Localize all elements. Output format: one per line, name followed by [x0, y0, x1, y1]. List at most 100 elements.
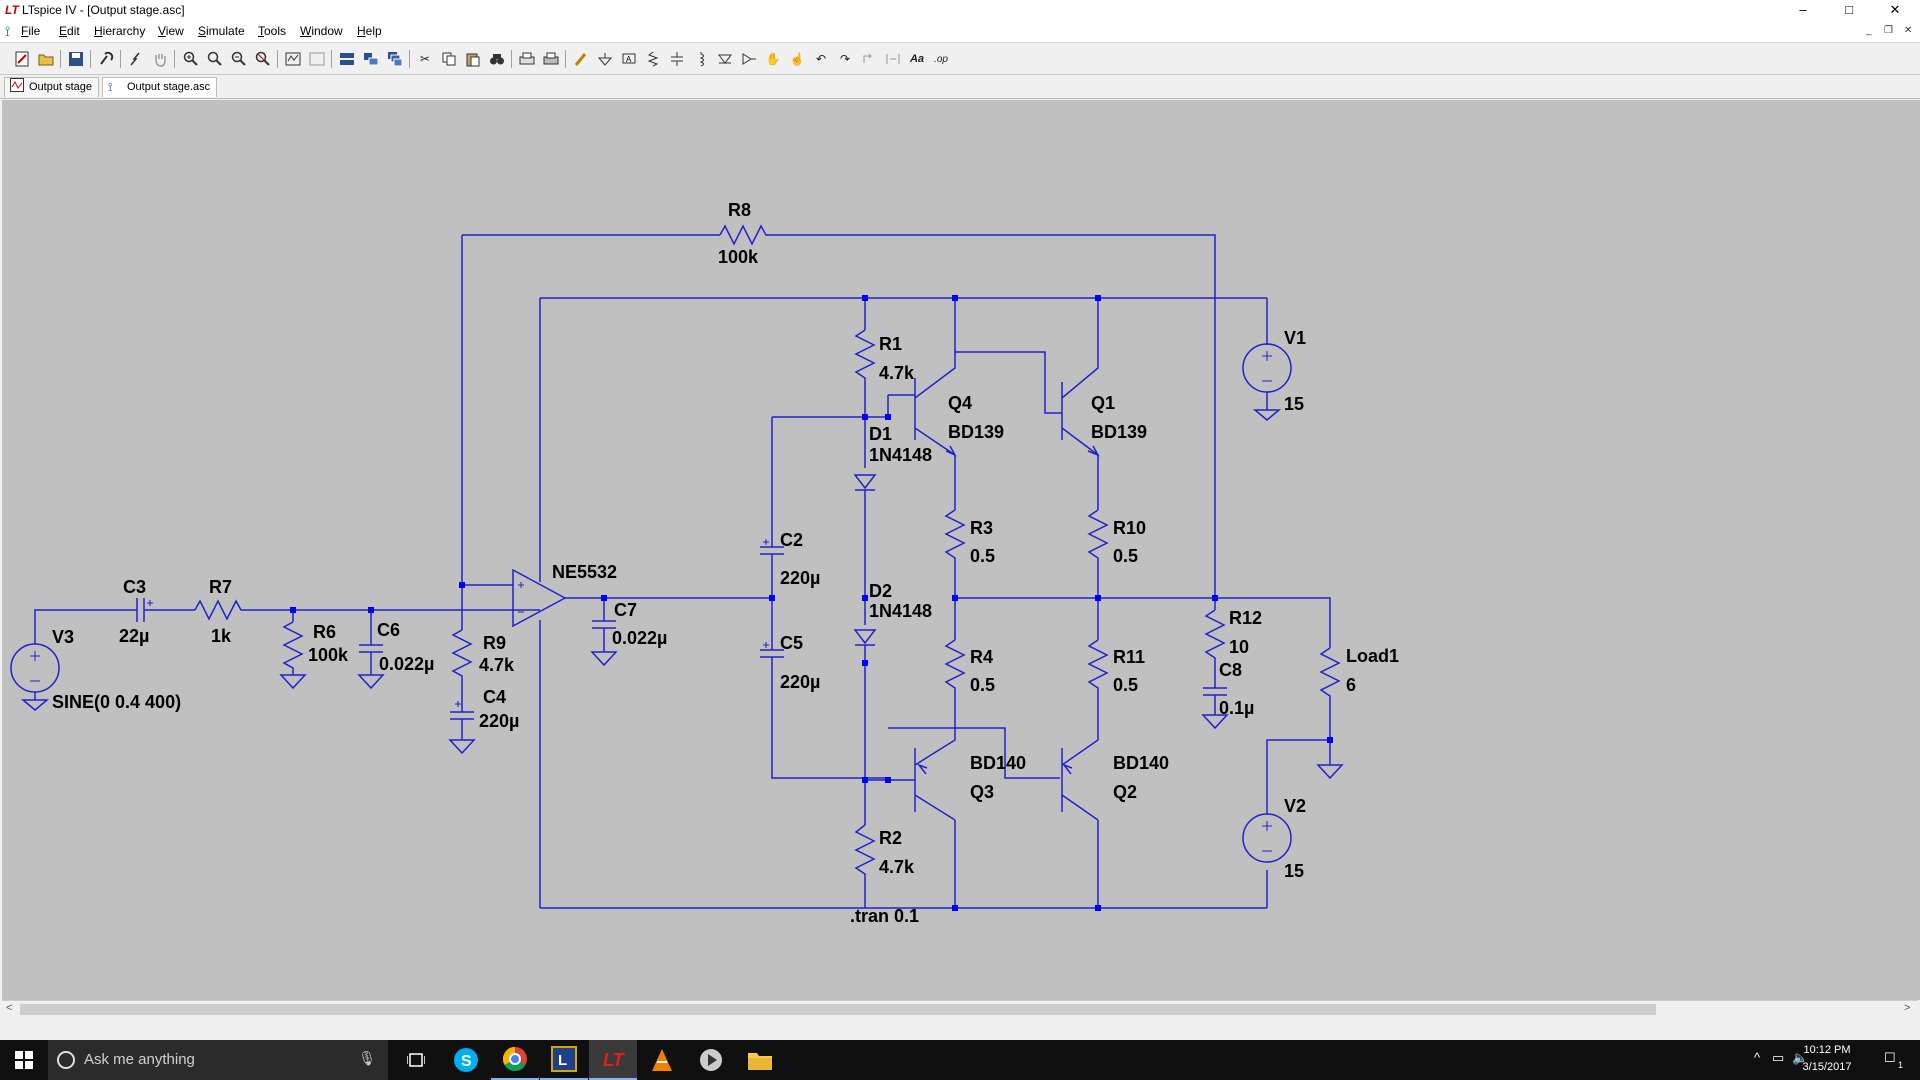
inductor-icon[interactable] [691, 49, 711, 69]
schematic-menu-icon[interactable]: ⟟ [5, 23, 11, 39]
file-explorer-icon[interactable] [736, 1040, 784, 1080]
menu-window[interactable]: Window [300, 24, 343, 38]
drag-hand-icon[interactable]: ☝ [789, 52, 805, 66]
media-player-icon[interactable] [687, 1040, 735, 1080]
maximize-button[interactable]: □ [1845, 2, 1853, 17]
schematic-drawing: R8 100k R1 4.7k Q4 BD139 Q1 BD139 V1 15 … [10, 200, 1399, 926]
spice-directive-icon[interactable]: .op [934, 53, 948, 65]
q1-model-label: BD139 [1091, 422, 1147, 442]
cut-icon[interactable]: ✂ [419, 52, 431, 66]
mdi-restore-button[interactable]: ❐ [1884, 25, 1893, 36]
menu-help[interactable]: Help [357, 24, 382, 38]
tile-horizontal-icon[interactable] [361, 49, 381, 69]
scroll-left-icon[interactable]: < [6, 1002, 13, 1014]
run-icon[interactable] [126, 49, 146, 69]
component-icon[interactable] [739, 49, 759, 69]
q4-model-label: BD139 [948, 422, 1004, 442]
halt-icon[interactable] [150, 49, 170, 69]
menu-view[interactable]: View [158, 24, 184, 38]
svg-text:S: S [461, 1053, 472, 1070]
redo-icon[interactable]: ↷ [839, 52, 851, 66]
c6-name-label: C6 [377, 620, 400, 640]
chrome-icon[interactable] [491, 1040, 539, 1080]
zoom-back-icon[interactable] [307, 49, 327, 69]
pan-icon[interactable] [205, 49, 225, 69]
resistor-load1 [1316, 647, 1344, 780]
r2-value-label: 4.7k [879, 857, 915, 877]
ltspice-taskbar-icon[interactable]: LT [589, 1040, 637, 1080]
lt-app-icon[interactable]: L [540, 1040, 588, 1080]
taskbar: Ask me anything 🎙 S L LT ^ ▭ 🔈 10:12 PM … [0, 1040, 1920, 1080]
diode-d1 [853, 474, 877, 491]
control-panel-icon[interactable] [96, 49, 116, 69]
load1-value-label: 6 [1346, 675, 1356, 695]
save-icon[interactable] [66, 49, 86, 69]
close-button[interactable]: ✕ [1889, 2, 1901, 17]
zoom-in-icon[interactable] [181, 49, 201, 69]
search-box[interactable]: Ask me anything 🎙 [48, 1040, 388, 1080]
diode-icon[interactable] [715, 49, 735, 69]
chevron-up-icon[interactable]: ^ [1754, 1050, 1761, 1065]
draw-wire-icon[interactable] [571, 49, 591, 69]
mdi-close-button[interactable]: ✕ [1904, 25, 1913, 36]
clock-time[interactable]: 10:12 PM [1803, 1044, 1851, 1056]
open-folder-icon[interactable] [36, 49, 56, 69]
vlc-icon[interactable] [638, 1040, 686, 1080]
new-schematic-icon[interactable] [12, 49, 32, 69]
scroll-right-icon[interactable]: > [1904, 1002, 1911, 1014]
cascade-icon[interactable] [385, 49, 405, 69]
text-icon[interactable]: Aa [909, 53, 925, 65]
resistor-icon[interactable] [643, 49, 663, 69]
menu-file[interactable]: File [21, 24, 41, 38]
tab-output-stage-schematic[interactable]: ⟟ Output stage.asc [102, 77, 218, 97]
horizontal-scrollbar[interactable]: < > [2, 1000, 1918, 1018]
print-icon[interactable] [541, 49, 561, 69]
ground-icon[interactable] [595, 49, 615, 69]
tile-vertical-icon[interactable] [337, 49, 357, 69]
task-view-icon[interactable] [392, 1040, 440, 1080]
mdi-minimize-button[interactable]: _ [1866, 25, 1872, 36]
resistor-r10 [1087, 509, 1109, 598]
menu-tools[interactable]: Tools [258, 24, 287, 38]
scrollbar-thumb[interactable] [20, 1004, 1656, 1015]
svg-text:L: L [558, 1052, 567, 1069]
document-tabs: Output stage ⟟ Output stage.asc [0, 75, 1920, 99]
copy-icon[interactable] [439, 49, 459, 69]
zoom-fit-icon[interactable] [253, 49, 273, 69]
r3-name-label: R3 [970, 518, 993, 538]
volume-icon[interactable]: 🔈 [1792, 1050, 1809, 1065]
notifications-icon[interactable]: ☐ [1884, 1050, 1896, 1065]
skype-icon[interactable]: S [442, 1040, 490, 1080]
undo-icon[interactable]: ↶ [815, 52, 827, 66]
toolbar: ✂ A ✋ ☝ ↶ ↷ Aa .op [0, 44, 1920, 75]
diode-d2 [853, 629, 877, 646]
zoom-out-icon[interactable] [229, 49, 249, 69]
menu-hierarchy[interactable]: Hierarchy [94, 24, 146, 38]
network-icon[interactable]: ▭ [1772, 1050, 1785, 1065]
schematic-canvas[interactable]: R8 100k R1 4.7k Q4 BD139 Q1 BD139 V1 15 … [2, 100, 1920, 1000]
capacitor-c4 [448, 711, 476, 755]
start-button[interactable] [0, 1040, 48, 1080]
move-hand-icon[interactable]: ✋ [765, 52, 781, 66]
resistor-r8 [719, 224, 770, 246]
autoscale-icon[interactable] [283, 49, 303, 69]
menu-edit[interactable]: Edit [59, 24, 80, 38]
print-preview-icon[interactable] [517, 49, 537, 69]
resistor-r11 [1087, 639, 1109, 725]
tab-output-stage-waveform[interactable]: Output stage [4, 77, 99, 97]
d1-name-label: D1 [869, 424, 892, 444]
clock-date[interactable]: 3/15/2017 [1802, 1061, 1852, 1073]
mirror-icon[interactable] [883, 49, 903, 69]
microphone-icon[interactable]: 🎙 [358, 1050, 376, 1066]
paste-icon[interactable] [463, 49, 483, 69]
minimize-button[interactable]: – [1799, 2, 1807, 17]
rotate-icon[interactable] [859, 49, 879, 69]
menu-simulate[interactable]: Simulate [198, 24, 245, 38]
r8-name-label: R8 [728, 200, 751, 220]
label-net-icon[interactable]: A [619, 49, 639, 69]
c7-value-label: 0.022µ [612, 628, 667, 648]
capacitor-icon[interactable] [667, 49, 687, 69]
opamp-model-label: NE5532 [552, 562, 617, 582]
find-icon[interactable] [487, 49, 507, 69]
resistor-r9 [451, 629, 473, 712]
